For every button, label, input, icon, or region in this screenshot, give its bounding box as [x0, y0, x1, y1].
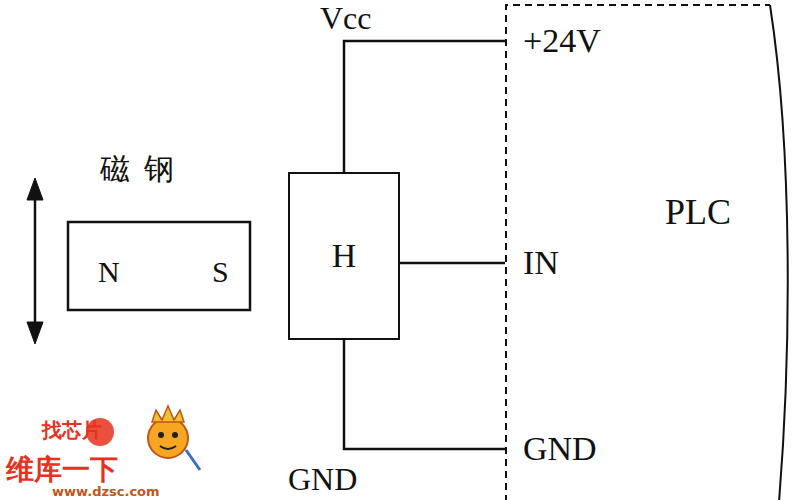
mascot-mouth	[160, 446, 176, 449]
watermark: 维库一下	[6, 456, 118, 484]
arrow-head	[27, 322, 43, 344]
pole-label: S	[212, 257, 229, 287]
hall-sensor-box: H	[288, 172, 400, 340]
mascot-head	[148, 418, 188, 458]
arrow-head	[27, 178, 43, 200]
magnet-border	[68, 222, 250, 310]
sensor-label: H	[332, 239, 357, 273]
mascot-eye	[172, 432, 178, 438]
magnet-block: 磁钢 N S	[60, 150, 260, 315]
wire	[344, 340, 505, 449]
wire-label: GND	[286, 463, 359, 495]
pin-label: GND	[523, 432, 597, 466]
watermark-url: www.dzsc.com	[52, 485, 160, 498]
pin-label: IN	[523, 246, 559, 280]
magnet-title: 磁钢	[100, 154, 188, 184]
wire	[344, 41, 505, 172]
mascot-crown	[152, 406, 184, 422]
wire	[400, 262, 505, 265]
plc-box: +24V PLC IN GND	[505, 4, 795, 500]
pole-label: N	[98, 257, 120, 287]
logo-text: 找芯片	[42, 420, 102, 440]
motion-arrow	[27, 178, 43, 344]
mascot-eye	[158, 432, 164, 438]
plc-cut-edge	[770, 5, 788, 500]
wire-label: Vcc	[318, 2, 374, 34]
pin-label: +24V	[523, 24, 601, 58]
device-label: PLC	[665, 194, 731, 230]
motion-line	[34, 192, 37, 330]
plc-dashed-border	[506, 5, 770, 500]
mascot-tool	[186, 450, 200, 470]
